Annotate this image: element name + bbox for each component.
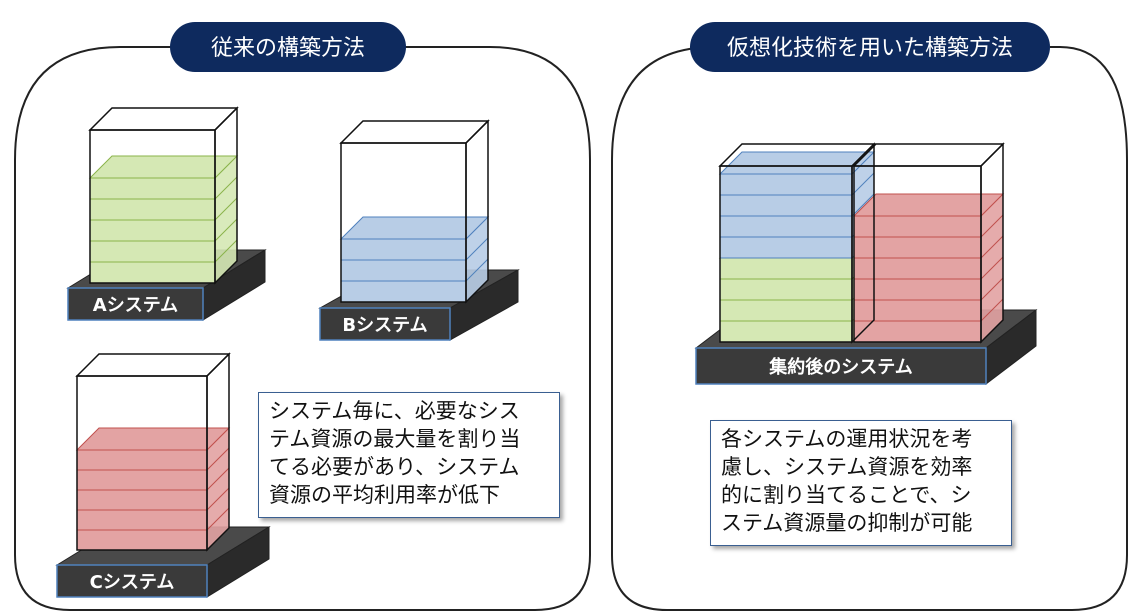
right-note: 各システムの運用状況を考 慮し、システム資源を効率 的に割り当てることで、シ ス… (710, 420, 1012, 546)
system-a-resource-layer-line-side (214, 197, 238, 221)
left-title: 従来の構築方法 (211, 36, 365, 61)
system-b-resource-layer-line-side (465, 258, 489, 282)
system-a-capacity-side (214, 106, 238, 285)
left-panel-frame (14, 46, 591, 611)
aggregated-red-resource-layer-line-side (980, 298, 1004, 322)
right-panel-frame (611, 46, 1128, 611)
system-a-base-front (67, 287, 204, 321)
system-a-resource-layer-line-side (214, 239, 238, 263)
aggregated-base-label: 集約後のシステム (768, 356, 912, 378)
system-c-resource-front (76, 449, 208, 551)
aggregated-red-resource (852, 192, 1005, 344)
aggregated-red-resource-layer-line-side (980, 214, 1004, 238)
left-note-line-3: てる必要があり、システム (269, 455, 520, 479)
right-title: 仮想化技術を用いた構築方法 (727, 36, 1013, 61)
aggregated-blue-resource-layer-line-side (851, 172, 875, 196)
system-c-base-front (56, 564, 208, 598)
left-note-line-2: テム資源の最大量を割り当 (269, 427, 521, 451)
left-note: システム毎に、必要なシス テム資源の最大量を割り当 てる必要があり、システム 資… (258, 392, 560, 518)
aggregated-capacity-left-side (851, 142, 875, 344)
system-a-capacity-top (88, 107, 239, 131)
right-note-line-4: ステム資源量の抑制が可能 (721, 511, 973, 535)
left-note-line-4: 資源の平均利用率が低下 (269, 483, 500, 507)
system-b-resource-layer-line-side (465, 237, 489, 261)
system-b-capacity-side (465, 119, 489, 304)
system-c-resource-layer-line-side (206, 507, 230, 531)
system-a-resource-layer-line-side (214, 176, 238, 200)
aggregated-capacity-right-top (852, 143, 1005, 167)
aggregated-blue-resource-top (718, 151, 876, 175)
system-c-resource-top (75, 427, 231, 451)
right-title-pill (690, 22, 1050, 72)
system-c-capacity-top (75, 353, 231, 377)
system-b-capacity (339, 119, 490, 304)
system-c-resource-layer-line-side (206, 447, 230, 471)
aggregated-base-front (695, 347, 987, 385)
system-c-capacity-side (206, 352, 230, 552)
aggregated-capacity-left (718, 142, 876, 344)
right-note-line-3: 的に割り当てることで、シ (721, 483, 972, 507)
aggregated-blue-resource (718, 150, 876, 260)
aggregated-red-resource-layer-line-side (980, 277, 1004, 301)
aggregated-blue-resource-layer-line-side (851, 193, 875, 217)
system-a-resource-front (89, 177, 216, 284)
system-c-resource-layer-line-side (206, 487, 230, 511)
system-a-capacity (88, 106, 239, 285)
system-c-capacity (75, 352, 231, 552)
aggregated-red-resource-layer-line-side (980, 235, 1004, 259)
aggregated-capacity-right (852, 142, 1005, 344)
system-a-base-label: Aシステム (93, 295, 178, 316)
left-note-line-1: システム毎に、必要なシス (269, 399, 520, 423)
aggregated-capacity-right-side (980, 142, 1004, 344)
right-note-line-2: 慮し、システム資源を効率 (721, 455, 973, 479)
system-b-base-label: Bシステム (342, 315, 427, 336)
system-a-resource-layer-line-side (214, 218, 238, 242)
aggregated-red-resource-layer-line-side (980, 256, 1004, 280)
system-b-capacity-top (339, 120, 490, 144)
system-b-resource-front (340, 238, 467, 303)
system-c-resource (75, 426, 231, 552)
system-c-base-label: Cシステム (90, 572, 175, 593)
system-c-resource-layer-line-side (206, 467, 230, 491)
left-title-pill (170, 22, 406, 72)
system-b-base-front (319, 307, 451, 341)
right-note-line-1: 各システムの運用状況を考 (721, 427, 973, 451)
